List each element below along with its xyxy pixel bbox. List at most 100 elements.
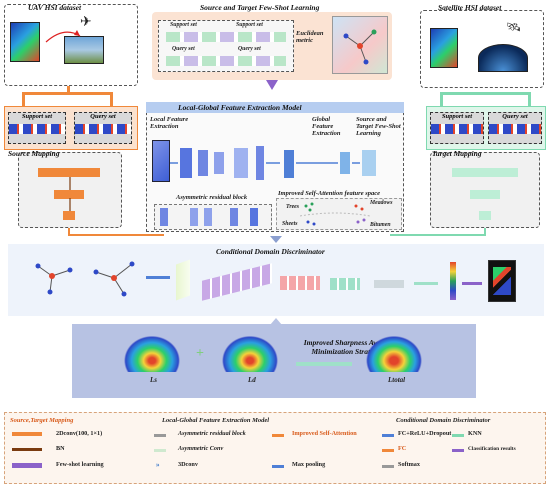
fc-block-group-2 — [280, 276, 320, 290]
legend-g2-item-5: Max pooling — [292, 461, 326, 468]
conv-block-6 — [284, 150, 294, 178]
legend-fc-icon — [382, 449, 394, 452]
legend-g3-item-1: FC+ReLU+Dropout — [398, 430, 452, 437]
arb-block-3 — [204, 208, 212, 226]
legend-chevron-icon: » — [156, 461, 160, 469]
source-map-layer-3 — [63, 211, 75, 220]
legend-blue-small-icon — [272, 465, 284, 468]
knn-arrow-icon — [414, 282, 438, 285]
legend-g1-heading: Source,Target Mapping — [10, 417, 74, 424]
legend-orange-small-icon — [272, 434, 284, 437]
up-arrow-icon — [270, 318, 282, 325]
sam-arrow-icon — [296, 362, 352, 366]
legend-class-results-icon — [452, 449, 464, 452]
classification-map — [488, 260, 516, 302]
fc-relu-block-1 — [176, 259, 190, 301]
fewshot-support1: Support set — [170, 22, 197, 28]
uav-arrow-icon — [45, 30, 81, 43]
legend-g1-item-3: Few-shot learning — [56, 461, 104, 468]
class-sheets: Sheets — [282, 221, 298, 227]
conv-block-3 — [214, 152, 224, 174]
legend-g3-item-4: KNN — [468, 430, 482, 437]
uav-connector-v — [67, 86, 70, 94]
loss-surface-ld — [220, 334, 280, 372]
legend-fc-relu-icon — [382, 434, 394, 437]
legend-g2-item-3: 3Dconv — [178, 461, 198, 468]
isa-space — [276, 198, 402, 230]
legend-panel — [4, 412, 546, 484]
fc-block-group-3 — [330, 278, 360, 290]
lg-title-bar — [146, 102, 404, 113]
fewshot-title: Source and Target Few-Shot Learning — [200, 3, 320, 12]
uav-query-label: Query set — [90, 113, 116, 120]
legend-g1-item-1: 2Dconv(100, 1×1) — [56, 430, 103, 437]
fewshot-sample-blocks — [166, 32, 286, 42]
uav-support-set: Support set — [8, 112, 66, 144]
loss-surface-ltotal — [364, 334, 424, 372]
drone-icon: ✈ — [80, 15, 92, 30]
sat-support-set: Support set — [430, 112, 484, 144]
fewshot-support2: Support set — [236, 22, 263, 28]
target-route-line — [484, 228, 486, 236]
target-route-h — [390, 234, 486, 236]
sam-title: Improved Sharpness Aware Minimization St… — [303, 338, 389, 356]
sat-query-label: Query set — [502, 113, 528, 120]
cdd-title: Conditional Domain Discriminator — [216, 247, 325, 256]
ld-label: Ld — [248, 376, 256, 384]
sat-connector-r — [528, 92, 531, 106]
ls-label: Ls — [150, 376, 157, 384]
arb-block-5 — [250, 208, 258, 226]
arb-label: Asymmetric residual block — [176, 194, 248, 201]
legend-g3-item-3: Softmax — [398, 461, 420, 468]
sat-hsi-cube — [430, 28, 458, 68]
legend-g1-item-2: BN — [56, 445, 65, 452]
class-trees: Trees — [286, 204, 299, 210]
legend-grey-arrow-icon — [154, 434, 166, 437]
legend-g3-item-2: FC — [398, 445, 407, 452]
fewshot-sample-blocks-2 — [166, 56, 286, 66]
uav-connector-l — [22, 92, 25, 106]
legend-softmax-icon — [382, 465, 394, 468]
target-map-layer-1 — [452, 168, 518, 177]
loss-surface-ls — [122, 334, 182, 372]
isa-label: Improved Self-Attention feature space — [278, 190, 381, 197]
sat-title: Satellite HSI dataset — [438, 3, 502, 12]
arb-block-2 — [190, 208, 198, 226]
legend-g2-item-2: Asymmetric Conv — [178, 445, 224, 452]
source-route-line — [68, 228, 70, 236]
legend-g3-heading: Conditional Domain Discriminator — [396, 417, 491, 424]
sat-support-label: Support set — [441, 113, 473, 120]
plus-icon: + — [196, 346, 204, 361]
source-map-layer-2 — [54, 190, 84, 199]
source-mapping-title: Source Mapping — [8, 149, 60, 158]
uav-photo — [64, 36, 104, 64]
attention-block — [340, 152, 350, 174]
legend-g2-heading: Local-Global Feature Extraction Model — [162, 417, 270, 424]
uav-connector-r — [110, 92, 113, 106]
legend-brown-arrow-icon — [12, 448, 42, 451]
softmax-block — [374, 280, 404, 288]
sat-support-samples — [431, 124, 483, 134]
down-arrow-icon — [266, 80, 278, 90]
lg-title: Local-Global Feature Extraction Model — [178, 103, 302, 112]
uav-title: UAV HSI dataset — [28, 3, 82, 12]
conv-block-4 — [234, 148, 248, 178]
cdd-arrow-icon — [146, 276, 170, 279]
legend-g2-item-4: Improved Self-Attention — [292, 430, 357, 437]
earth-image — [478, 44, 528, 72]
sat-query-samples — [489, 124, 541, 134]
down-arrow-icon-2 — [270, 236, 282, 243]
target-mapping-title: Target Mapping — [432, 149, 482, 158]
input-cube — [152, 140, 170, 182]
metric-points — [343, 29, 377, 65]
fewshot-query2: Query set — [238, 46, 261, 52]
ltotal-label: Ltotal — [388, 376, 406, 384]
sat-connector-l — [440, 92, 443, 106]
target-map-layer-3 — [479, 211, 491, 220]
arb-block-4 — [230, 208, 238, 226]
sat-query-set: Query set — [488, 112, 542, 144]
target-map-layer-2 — [470, 190, 500, 199]
conv-block-2 — [198, 150, 208, 176]
arb-block-1 — [160, 208, 168, 226]
cdd-graph-1 — [35, 263, 73, 295]
